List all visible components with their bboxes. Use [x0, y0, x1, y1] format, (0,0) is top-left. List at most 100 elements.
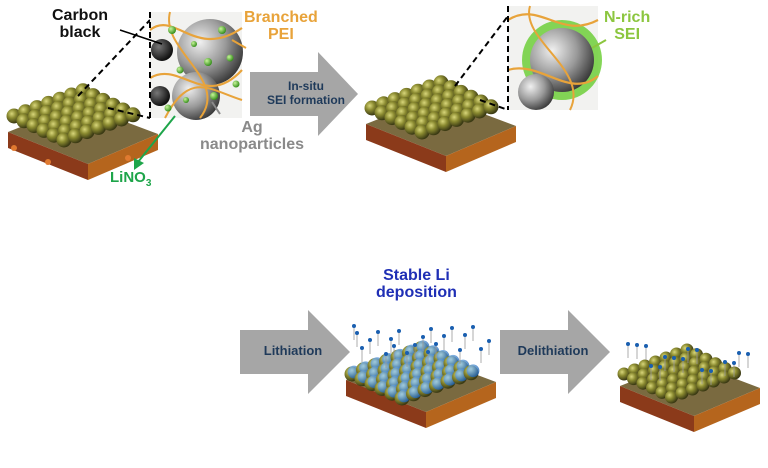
- li-ion: [360, 346, 364, 350]
- li-ion: [487, 339, 491, 343]
- li-ion: [626, 342, 630, 346]
- electrode-sphere: [414, 124, 430, 140]
- li-ion: [442, 334, 446, 338]
- electrode-sphere: [665, 390, 678, 404]
- ag-pointer: [211, 101, 221, 115]
- li-ion: [434, 342, 438, 346]
- sei-pointer: [591, 39, 607, 49]
- li-ion: [649, 364, 653, 368]
- lino3-pointer: [137, 115, 176, 163]
- electrode-sphere: [426, 120, 441, 136]
- li-ion: [392, 344, 396, 348]
- arrow-in-situ: [250, 52, 358, 136]
- lino3-pointer-head: [134, 158, 144, 170]
- electrode-sphere: [728, 366, 741, 380]
- sphere-array: [364, 75, 499, 140]
- sphere-array: [617, 342, 750, 404]
- electrode-initial: [6, 83, 158, 180]
- electrode-sphere: [91, 119, 106, 135]
- pei-strand: [168, 11, 209, 119]
- electrode-delithiated: [617, 342, 760, 432]
- li-ion: [686, 347, 690, 351]
- electrode-sphere: [68, 128, 83, 144]
- li-ion: [695, 348, 699, 352]
- li-ion: [463, 333, 467, 337]
- li-ion: [421, 335, 425, 339]
- arrow-lithiation: [240, 310, 350, 394]
- pei-strand: [507, 13, 599, 27]
- electrode-sphere: [686, 382, 699, 396]
- electrode-sphere: [472, 103, 487, 119]
- pei-strand: [164, 86, 243, 119]
- li-deposit: [466, 364, 480, 378]
- electrode-sphere: [56, 132, 72, 148]
- li-ion: [426, 350, 430, 354]
- silver-particle-small: [172, 72, 220, 120]
- li-ion: [352, 324, 356, 328]
- li-ion: [709, 369, 713, 373]
- li-ion: [663, 355, 667, 359]
- pei-strand: [528, 5, 575, 111]
- arrow-label-delithiation: Delithiation: [517, 343, 589, 358]
- li-ion: [389, 337, 393, 341]
- electrode-sphere: [483, 99, 499, 115]
- electrode-sphere: [79, 124, 95, 140]
- electrode-sphere: [449, 111, 464, 127]
- li-ion: [644, 344, 648, 348]
- carbon-black-particle: [151, 39, 173, 61]
- pei-strand: [149, 24, 243, 41]
- pei-strand: [149, 69, 243, 88]
- electrode-sphere: [102, 115, 118, 131]
- lino3-dots: [164, 26, 240, 112]
- arrow-label-lithiation: Lithiation: [263, 343, 323, 358]
- li-ion: [479, 347, 483, 351]
- electrode-sphere: [460, 107, 476, 123]
- pei-pointer: [231, 39, 247, 49]
- li-deposit-array: [344, 324, 491, 406]
- electrode-sphere: [437, 116, 453, 132]
- li-ion: [737, 351, 741, 355]
- label-lino3: LiNO3: [110, 169, 152, 189]
- electrode-sei: [364, 75, 516, 172]
- arrow-delithiation: [500, 310, 610, 394]
- li-ion: [458, 348, 462, 352]
- li-ion: [355, 331, 359, 335]
- li-ion: [413, 343, 417, 347]
- li-ion: [384, 352, 388, 356]
- li-ion: [429, 327, 433, 331]
- ag-particle: [45, 159, 51, 165]
- carbon-black-pointer: [119, 29, 163, 45]
- electrode-sphere: [114, 111, 129, 127]
- ag-particle: [125, 155, 131, 161]
- zoom-inset-initial: [77, 11, 243, 120]
- li-ion: [658, 365, 662, 369]
- carbon-black-particle: [150, 86, 170, 106]
- li-ion: [376, 330, 380, 334]
- li-ion: [746, 352, 750, 356]
- li-ion: [397, 329, 401, 333]
- electrode-lithiated: [344, 324, 496, 428]
- pei-strand: [507, 67, 599, 85]
- li-ion: [732, 361, 736, 365]
- li-ion: [723, 360, 727, 364]
- li-ion: [672, 356, 676, 360]
- electrode-sphere: [675, 386, 689, 400]
- li-ion: [635, 343, 639, 347]
- silver-particle-small: [518, 74, 554, 110]
- li-ion: [471, 325, 475, 329]
- zoom-inset-sei: [454, 5, 602, 111]
- li-ion: [368, 338, 372, 342]
- li-ion: [681, 357, 685, 361]
- electrode-sphere: [707, 374, 720, 388]
- electrode-sphere: [717, 370, 731, 384]
- ag-particle: [11, 145, 17, 151]
- li-ion: [450, 326, 454, 330]
- electrode-sphere: [696, 378, 710, 392]
